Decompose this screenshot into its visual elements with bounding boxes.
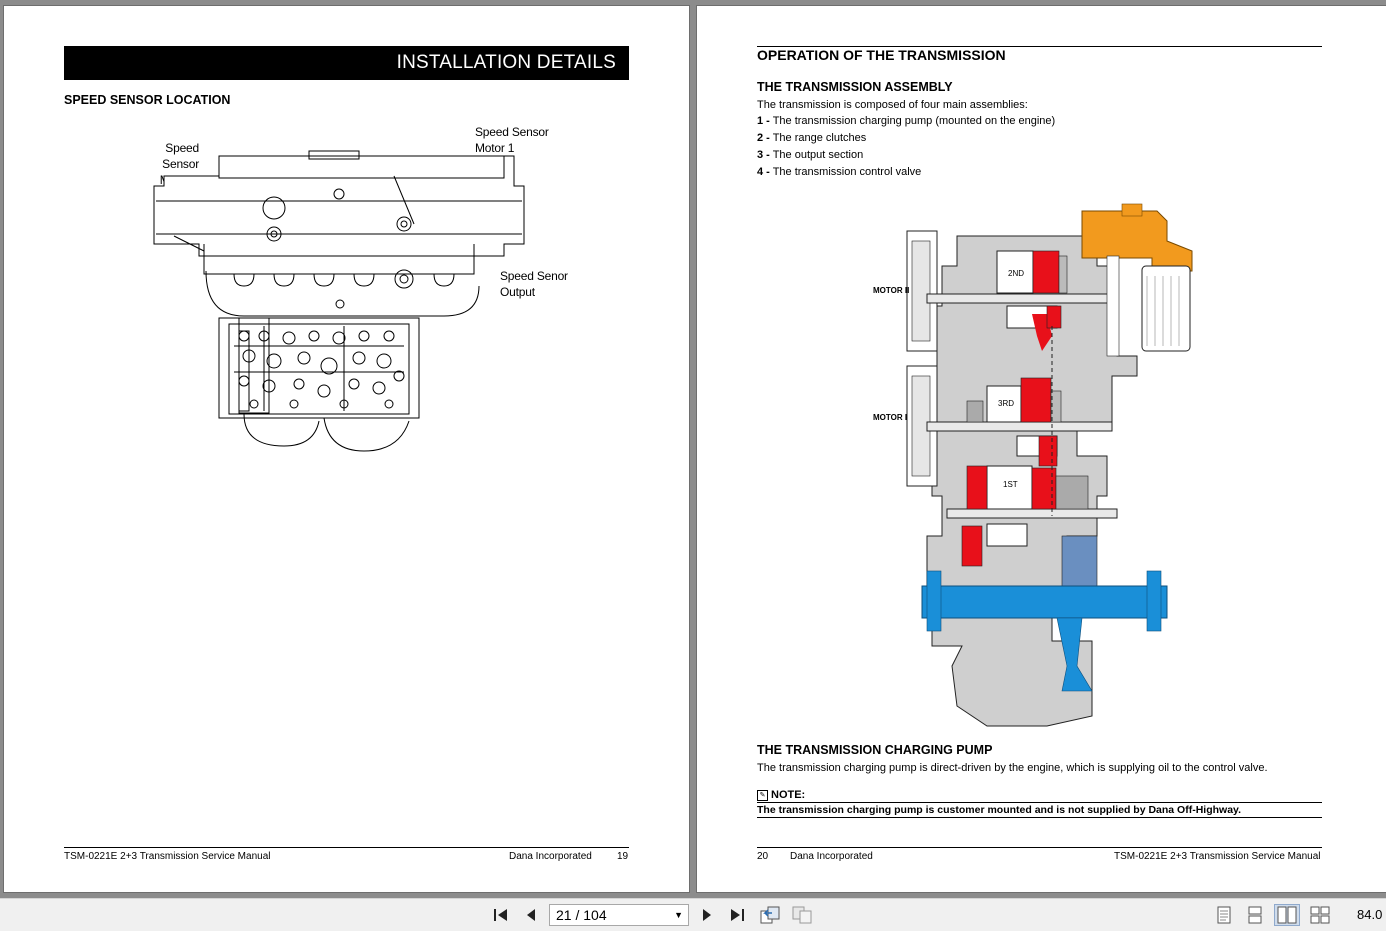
chevron-down-icon: ▼ bbox=[674, 910, 683, 920]
footer-page-number: 19 bbox=[617, 851, 629, 862]
list-item: 2 - The range clutches bbox=[757, 132, 867, 144]
two-page-continuous-icon bbox=[1310, 906, 1330, 924]
arrow-left-icon bbox=[527, 909, 535, 921]
label-motor-2: MOTOR II bbox=[873, 286, 910, 295]
next-page-button[interactable] bbox=[695, 903, 719, 927]
pump-heading: THE TRANSMISSION CHARGING PUMP bbox=[757, 743, 993, 757]
callout-speed-sensor-motor1: Speed Sensor Motor 1 bbox=[475, 125, 549, 155]
document-page-left: INSTALLATION DETAILS SPEED SENSOR LOCATI… bbox=[4, 6, 689, 892]
footer-manual-title: TSM-0221E 2+3 Transmission Service Manua… bbox=[1114, 851, 1321, 862]
banner-title: INSTALLATION DETAILS bbox=[396, 52, 616, 73]
last-page-button[interactable] bbox=[725, 903, 749, 927]
list-item: 1 - The transmission charging pump (moun… bbox=[757, 115, 1056, 127]
speed-sensor-drawing bbox=[153, 150, 525, 452]
two-page-icon bbox=[1277, 906, 1297, 924]
page-number-select[interactable]: 21 / 104 ▼ bbox=[549, 904, 689, 926]
continuous-page-icon bbox=[1248, 906, 1262, 924]
previous-page-button[interactable] bbox=[519, 903, 543, 927]
page-forward-icon bbox=[792, 906, 812, 924]
note-label: NOTE: bbox=[771, 789, 806, 801]
skip-last-icon bbox=[731, 909, 744, 921]
label-gear-3rd: 3RD bbox=[998, 399, 1015, 408]
skip-first-icon bbox=[494, 909, 507, 921]
document-page-right: OPERATION OF THE TRANSMISSION THE TRANSM… bbox=[697, 6, 1386, 892]
single-page-view-button[interactable] bbox=[1211, 904, 1237, 926]
footer-rule bbox=[757, 847, 1322, 848]
single-page-icon bbox=[1217, 906, 1231, 924]
note-rule-bottom bbox=[757, 817, 1322, 818]
first-page-button[interactable] bbox=[489, 903, 513, 927]
two-page-continuous-view-button[interactable] bbox=[1307, 904, 1333, 926]
footer-company: Dana Incorporated bbox=[790, 851, 873, 862]
transmission-cross-section bbox=[906, 203, 1193, 727]
list-item: 3 - The output section bbox=[757, 149, 864, 161]
section-banner: INSTALLATION DETAILS bbox=[64, 46, 629, 80]
go-forward-view-button[interactable] bbox=[790, 903, 814, 927]
label-motor-1: MOTOR I bbox=[873, 413, 908, 422]
label-gear-2nd: 2ND bbox=[1008, 269, 1025, 278]
note-rule-top bbox=[757, 802, 1322, 803]
assembly-intro: The transmission is composed of four mai… bbox=[757, 99, 1028, 111]
footer-company: Dana Incorporated bbox=[509, 851, 592, 862]
arrow-right-icon bbox=[703, 909, 711, 921]
note-icon: ✎ bbox=[757, 789, 768, 801]
assembly-heading: THE TRANSMISSION ASSEMBLY bbox=[757, 80, 953, 94]
viewer-toolbar: 21 / 104 ▼ 84.0 bbox=[0, 898, 1386, 931]
page-indicator: 21 / 104 bbox=[556, 907, 607, 923]
note-text: The transmission charging pump is custom… bbox=[757, 804, 1242, 816]
section-title: SPEED SENSOR LOCATION bbox=[64, 93, 231, 107]
note-label-row: ✎ NOTE: bbox=[757, 789, 805, 801]
continuous-view-button[interactable] bbox=[1242, 904, 1268, 926]
footer-manual-title: TSM-0221E 2+3 Transmission Service Manua… bbox=[64, 851, 271, 862]
title-rule bbox=[757, 46, 1322, 47]
page-back-icon bbox=[760, 906, 780, 924]
list-item: 4 - The transmission control valve bbox=[757, 166, 922, 178]
zoom-level[interactable]: 84.0 bbox=[1357, 907, 1383, 922]
label-gear-1st: 1ST bbox=[1003, 480, 1018, 489]
pump-text: The transmission charging pump is direct… bbox=[757, 762, 1268, 774]
footer-page-number: 20 bbox=[757, 851, 769, 862]
two-page-view-button[interactable] bbox=[1274, 904, 1300, 926]
callout-speed-sensor-output: Speed Senor Output bbox=[500, 269, 568, 299]
page-title: OPERATION OF THE TRANSMISSION bbox=[757, 47, 1006, 63]
go-back-view-button[interactable] bbox=[758, 903, 782, 927]
footer-rule bbox=[64, 847, 629, 848]
